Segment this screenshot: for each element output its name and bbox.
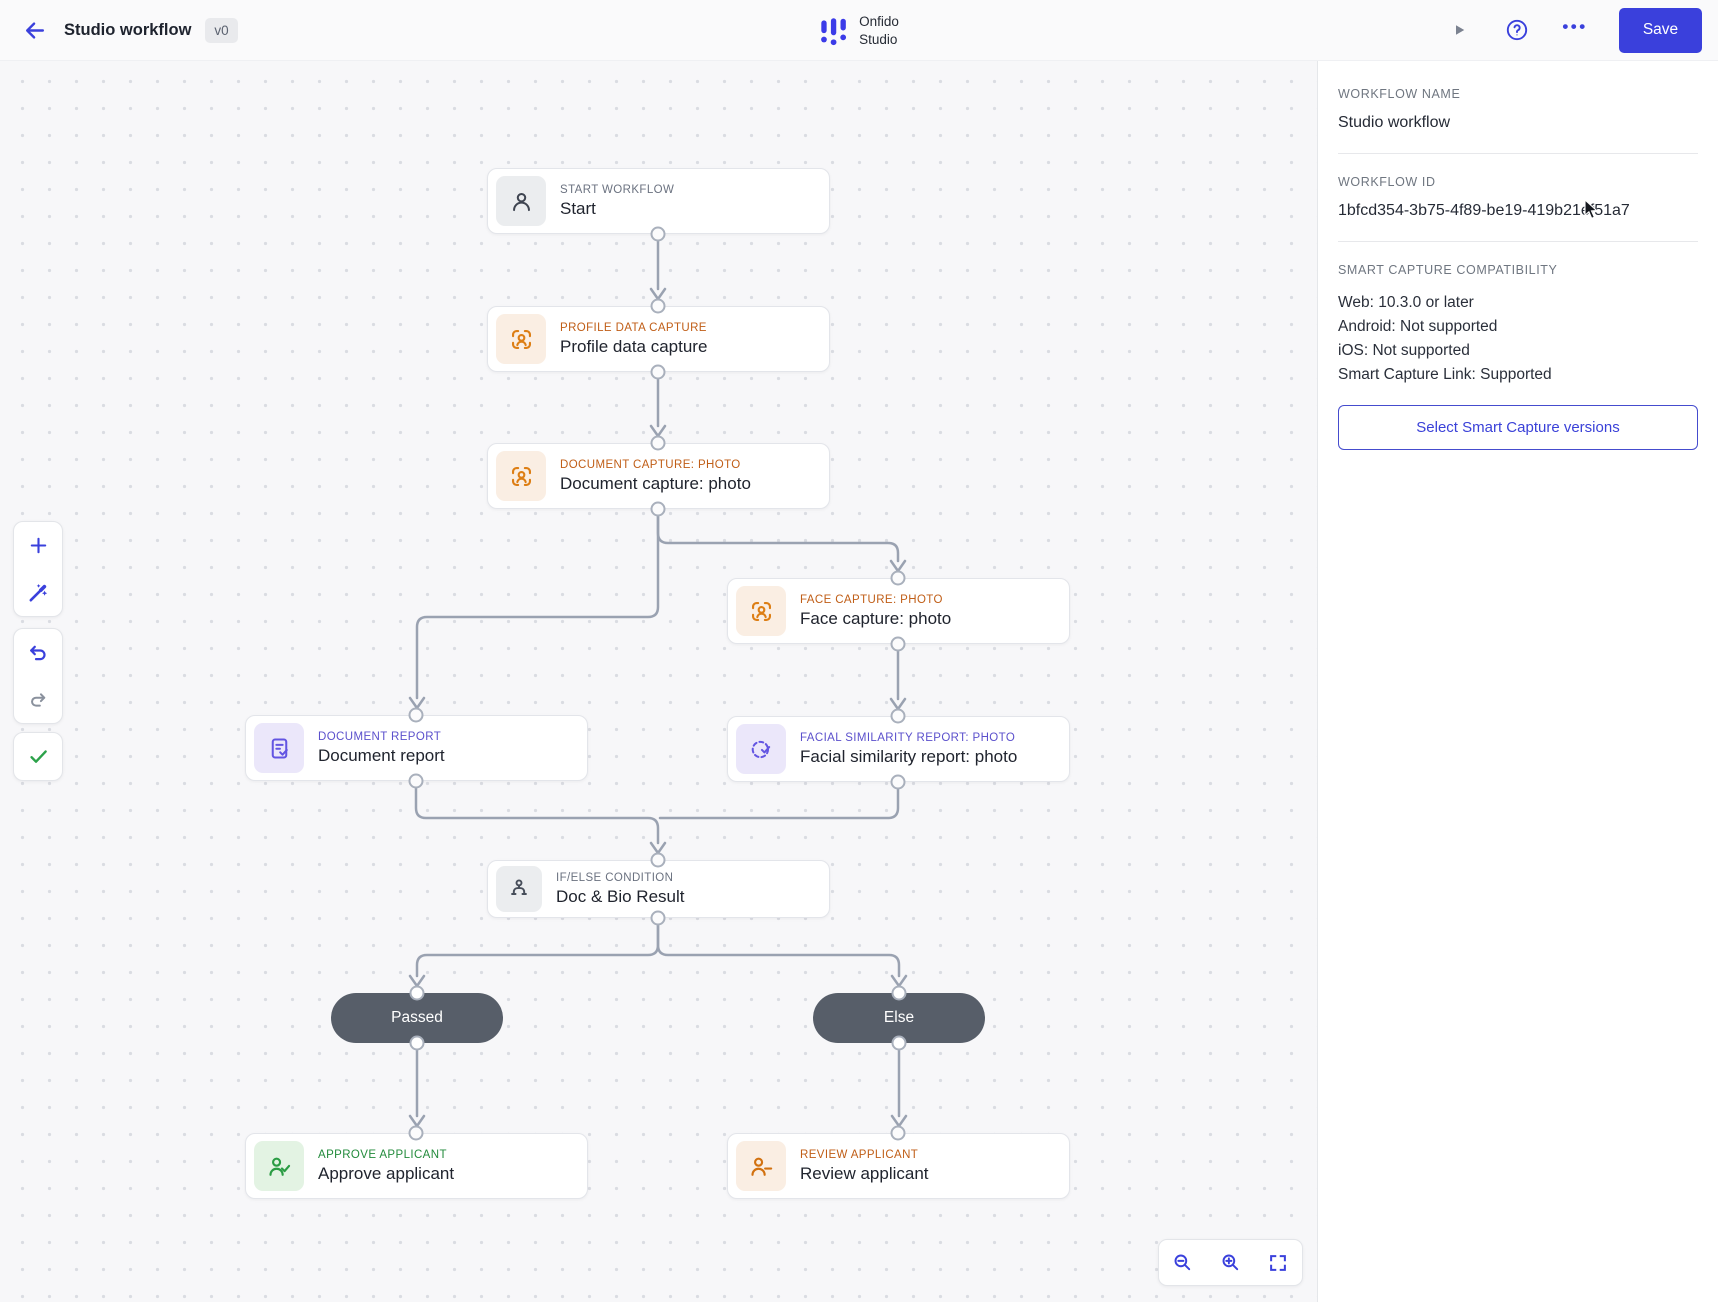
node-approve-applicant[interactable]: APPROVE APPLICANT Approve applicant (245, 1133, 588, 1199)
undo-button[interactable] (14, 629, 62, 676)
magic-wand-icon (29, 583, 48, 601)
top-bar: Studio workflow v0 Onfido Studio ••• Sav… (0, 0, 1718, 61)
run-workflow-button[interactable] (1441, 12, 1477, 48)
canvas-toolbar-validate (13, 732, 63, 781)
workflow-canvas[interactable]: START WORKFLOW Start PROFILE DATA CAPTUR… (0, 61, 1317, 1302)
review-iconbox (736, 1141, 786, 1191)
zoom-in-icon (1222, 1254, 1239, 1271)
zoom-out-button[interactable] (1163, 1243, 1203, 1283)
branch-label-passed[interactable]: Passed (331, 993, 503, 1043)
validate-check-button[interactable] (14, 733, 62, 780)
person-check-icon (268, 1157, 290, 1176)
document-report-iconbox (254, 723, 304, 773)
document-capture-iconbox (496, 451, 546, 501)
more-options-button[interactable]: ••• (1557, 12, 1593, 48)
person-minus-icon (750, 1157, 772, 1176)
zoom-out-icon (1174, 1254, 1191, 1271)
node-title: Review applicant (800, 1163, 929, 1183)
node-type-label: START WORKFLOW (560, 183, 675, 196)
node-title: Document capture: photo (560, 473, 751, 493)
arrow-left-icon (25, 21, 44, 39)
node-facial-similarity-report[interactable]: FACIAL SIMILARITY REPORT: PHOTO Facial s… (727, 716, 1070, 782)
node-profile-data-capture[interactable]: PROFILE DATA CAPTURE Profile data captur… (487, 306, 830, 372)
select-smart-capture-versions-button[interactable]: Select Smart Capture versions (1338, 405, 1698, 450)
app-logo: Onfido Studio (819, 0, 899, 61)
compat-ios: iOS: Not supported (1338, 342, 1470, 359)
node-title: Approve applicant (318, 1163, 455, 1183)
workflow-id-label: WORKFLOW ID (1338, 175, 1436, 189)
node-if-else-condition[interactable]: IF/ELSE CONDITION Doc & Bio Result (487, 860, 830, 918)
magic-wand-button[interactable] (14, 569, 62, 616)
node-document-capture-photo[interactable]: DOCUMENT CAPTURE: PHOTO Document capture… (487, 443, 830, 509)
play-icon (1456, 25, 1465, 35)
divider (1338, 241, 1698, 242)
workflow-name-label: WORKFLOW NAME (1338, 87, 1461, 101)
canvas-toolbar-add (13, 521, 63, 617)
node-type-label: FACIAL SIMILARITY REPORT: PHOTO (800, 731, 1016, 744)
node-type-label: PROFILE DATA CAPTURE (560, 321, 707, 334)
compat-web: Web: 10.3.0 or later (1338, 294, 1474, 311)
edge-layer (408, 239, 908, 1128)
onfido-studio-logo-icon (821, 17, 847, 45)
node-title: Doc & Bio Result (556, 886, 685, 906)
add-task-button[interactable] (14, 522, 62, 569)
save-button[interactable]: Save (1619, 7, 1702, 53)
zoom-controls (1158, 1239, 1303, 1286)
face-capture-iconbox (736, 586, 786, 636)
node-document-report[interactable]: DOCUMENT REPORT Document report (245, 715, 588, 781)
back-button[interactable] (16, 12, 52, 48)
undo-icon (30, 645, 46, 660)
redo-button[interactable] (14, 676, 62, 723)
if-else-iconbox (496, 866, 542, 912)
node-type-label: FACE CAPTURE: PHOTO (800, 593, 943, 606)
app-logo-text: Onfido Studio (859, 13, 899, 47)
capture-frame-person-icon (511, 466, 531, 486)
node-type-label: REVIEW APPLICANT (800, 1148, 919, 1161)
workflow-id-value: 1bfcd354-3b75-4f89-be19-419b21ef51a7 (1338, 202, 1630, 219)
facial-similarity-iconbox (736, 724, 786, 774)
compat-smart-capture-link: Smart Capture Link: Supported (1338, 366, 1552, 383)
approve-iconbox (254, 1141, 304, 1191)
question-circle-icon (1506, 19, 1528, 41)
fit-view-button[interactable] (1258, 1243, 1298, 1283)
face-match-check-icon (751, 740, 770, 758)
node-type-label: IF/ELSE CONDITION (556, 871, 674, 884)
help-button[interactable] (1499, 12, 1535, 48)
node-title: Facial similarity report: photo (800, 746, 1018, 766)
properties-panel: WORKFLOW NAME Studio workflow WORKFLOW I… (1317, 61, 1718, 1302)
plus-icon (30, 537, 46, 554)
node-title: Face capture: photo (800, 608, 952, 628)
smart-capture-label: SMART CAPTURE COMPATIBILITY (1338, 263, 1558, 277)
node-type-label: APPROVE APPLICANT (318, 1148, 447, 1161)
divider (1338, 153, 1698, 154)
branch-icon (511, 879, 527, 895)
node-start[interactable]: START WORKFLOW Start (487, 168, 830, 234)
node-title: Document report (318, 745, 445, 765)
node-title: Start (560, 198, 596, 218)
compat-android: Android: Not supported (1338, 318, 1498, 335)
profile-capture-iconbox (496, 314, 546, 364)
workflow-title: Studio workflow (64, 20, 192, 39)
capture-frame-person-icon (751, 601, 771, 621)
version-badge: v0 (205, 17, 238, 43)
node-review-applicant[interactable]: REVIEW APPLICANT Review applicant (727, 1133, 1070, 1199)
check-icon (29, 750, 47, 763)
workflow-name-value: Studio workflow (1338, 114, 1451, 131)
canvas-toolbar-history (13, 628, 63, 724)
person-icon (512, 192, 530, 211)
branch-label-else[interactable]: Else (813, 993, 985, 1043)
redo-icon (31, 692, 46, 707)
start-node-iconbox (496, 176, 546, 226)
ellipsis-icon: ••• (1562, 17, 1588, 36)
node-face-capture-photo[interactable]: FACE CAPTURE: PHOTO Face capture: photo (727, 578, 1070, 644)
capture-frame-person-icon (511, 329, 531, 349)
document-check-icon (271, 737, 288, 759)
node-type-label: DOCUMENT CAPTURE: PHOTO (560, 458, 741, 471)
node-title: Profile data capture (560, 336, 708, 356)
node-type-label: DOCUMENT REPORT (318, 730, 442, 743)
zoom-in-button[interactable] (1210, 1243, 1250, 1283)
fit-screen-icon (1270, 1254, 1287, 1271)
